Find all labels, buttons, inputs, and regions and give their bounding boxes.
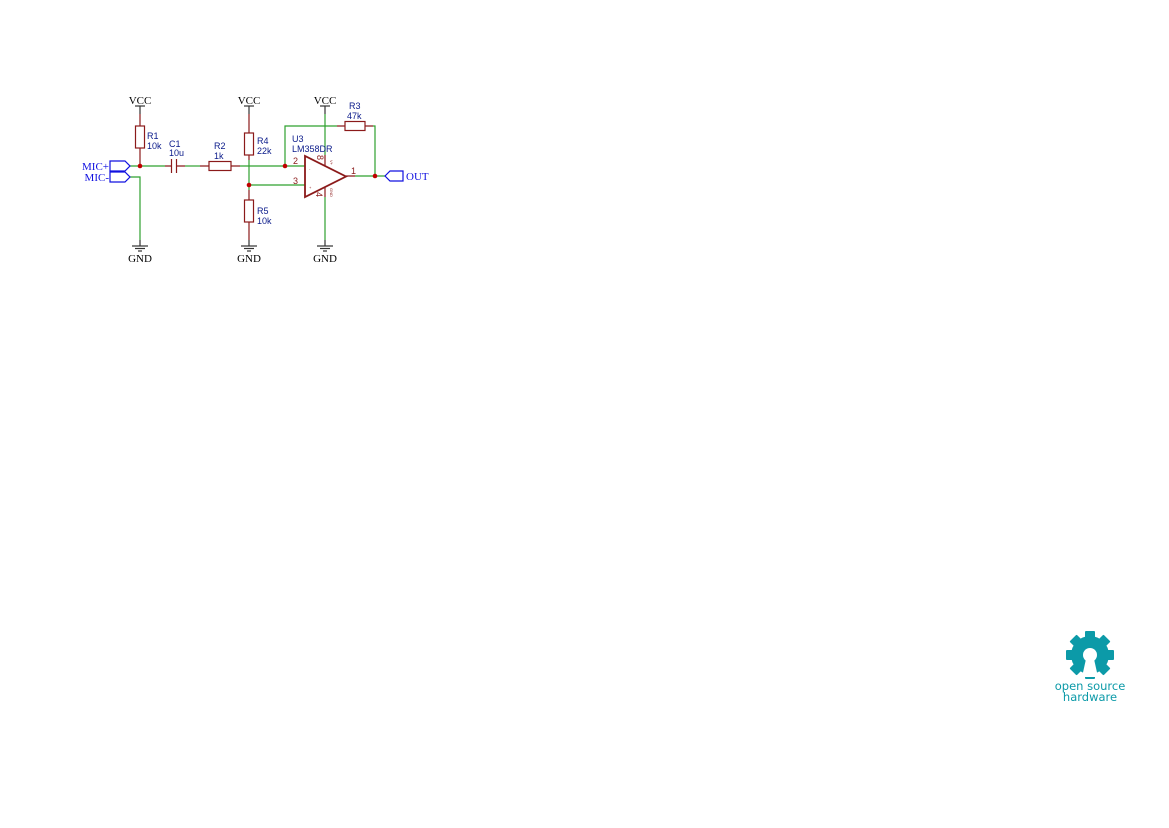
svg-text:VCC: VCC [314, 95, 337, 107]
svg-text:OUT: OUT [406, 171, 429, 183]
gnd-symbol-3: GND [313, 240, 337, 265]
svg-text:3: 3 [293, 176, 298, 186]
svg-text:C1: C1 [169, 139, 181, 149]
open-source-hardware-logo: open source hardware [1055, 631, 1126, 704]
port-mic-minus[interactable]: MIC- [85, 171, 131, 184]
capacitor-c1[interactable]: C1 10u [165, 139, 185, 173]
junctions [137, 163, 378, 188]
svg-text:1k: 1k [214, 151, 224, 161]
svg-text:+: + [309, 185, 312, 190]
svg-text:GND: GND [329, 188, 334, 197]
svg-text:R1: R1 [147, 131, 159, 141]
svg-text:R3: R3 [349, 101, 361, 111]
svg-text:-: - [309, 166, 311, 171]
opamp-u3[interactable]: U3 LM358DR 2 3 1 8 4 - + V+ GND [292, 134, 356, 199]
svg-text:10u: 10u [169, 148, 184, 158]
svg-text:VCC: VCC [238, 95, 261, 107]
gnd-symbol-2: GND [237, 240, 261, 265]
svg-text:R4: R4 [257, 136, 269, 146]
port-mic-plus[interactable]: MIC+ [82, 160, 131, 173]
svg-text:10k: 10k [257, 216, 272, 226]
svg-text:47k: 47k [347, 111, 362, 121]
svg-text:8: 8 [315, 155, 325, 160]
resistor-r4[interactable]: R4 22k [243, 114, 273, 160]
vcc-symbol-3: VCC [314, 95, 337, 114]
svg-text:U3: U3 [292, 134, 304, 144]
svg-text:hardware: hardware [1063, 690, 1117, 704]
resistor-r1[interactable]: R1 10k [134, 114, 163, 166]
vcc-symbol-2: VCC [238, 95, 261, 114]
svg-text:10k: 10k [147, 141, 162, 151]
svg-text:1: 1 [351, 166, 356, 176]
svg-text:VCC: VCC [129, 95, 152, 107]
svg-text:open source: open source [1055, 679, 1126, 693]
resistor-r2[interactable]: R2 1k [200, 141, 240, 172]
gnd-symbol-1: GND [128, 240, 152, 265]
svg-text:V+: V+ [329, 160, 334, 166]
svg-text:22k: 22k [257, 146, 272, 156]
svg-text:MIC+: MIC+ [82, 161, 109, 173]
svg-text:LM358DR: LM358DR [292, 144, 333, 154]
svg-text:2: 2 [293, 156, 298, 166]
resistor-r3[interactable]: R3 47k [337, 101, 373, 132]
port-out[interactable]: OUT [384, 170, 429, 183]
svg-text:R5: R5 [257, 206, 269, 216]
svg-text:4: 4 [314, 192, 324, 197]
resistor-r5[interactable]: R5 10k [243, 190, 273, 240]
svg-text:R2: R2 [214, 141, 226, 151]
svg-text:GND: GND [237, 253, 261, 265]
vcc-symbol-1: VCC [129, 95, 152, 114]
svg-text:GND: GND [128, 253, 152, 265]
svg-text:GND: GND [313, 253, 337, 265]
svg-text:MIC-: MIC- [85, 172, 110, 184]
